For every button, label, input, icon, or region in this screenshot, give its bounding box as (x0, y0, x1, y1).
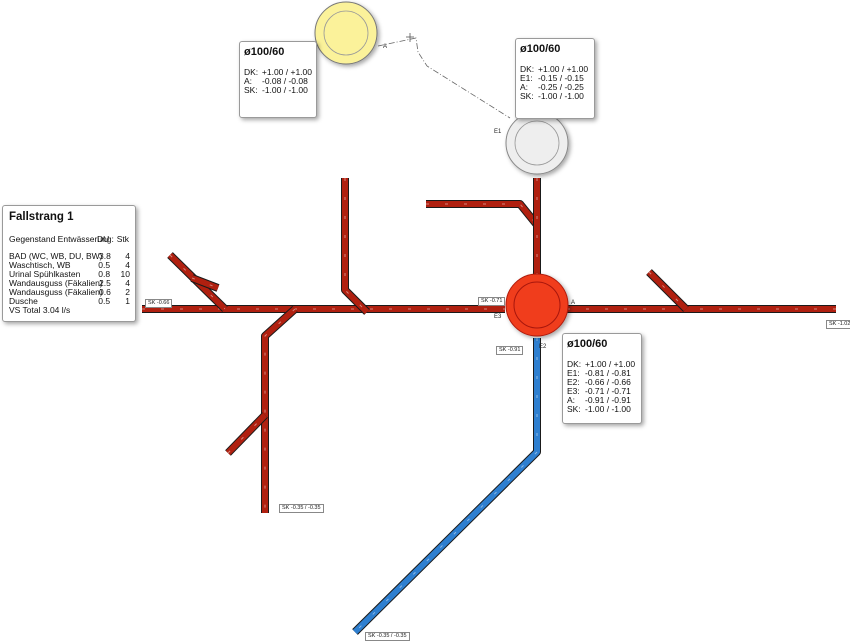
shaft-info-row: SK:-1.00 / -1.00 (567, 404, 631, 414)
shaft-info-title: ø100/60 (567, 338, 608, 350)
dashed-connection (377, 33, 511, 119)
yellow-shaft[interactable] (314, 1, 378, 65)
shaft-info-row: DK:+1.00 / +1.00 (520, 64, 589, 74)
pipe-branch-down[interactable] (261, 306, 298, 513)
shaft-info-row: E1:-0.81 / -0.81 (567, 368, 631, 378)
grey-shaft[interactable] (505, 111, 569, 175)
shaft-info-title: ø100/60 (520, 43, 561, 55)
pipe-branch-down-stub[interactable] (225, 412, 268, 456)
red-pipe-network (142, 178, 836, 513)
main-shaft[interactable] (505, 273, 569, 337)
fallstrang-legend: Fallstrang 1 Gegenstand Entwässerung: DU… (2, 205, 136, 322)
sk-label-right: SK -1.02 (826, 320, 850, 329)
node-label-e1: E1 (494, 129, 502, 135)
pipe-branch-top-right[interactable] (426, 200, 541, 228)
shaft-info-main: ø100/60 DK:+1.00 / +1.00 E1:-0.81 / -0.8… (562, 333, 642, 424)
legend-total: VS Total 3.04 l/s (9, 305, 71, 315)
node-label-a2: A (571, 300, 575, 306)
shaft-info-row: DK:+1.00 / +1.00 (567, 359, 636, 369)
legend-title: Fallstrang 1 (9, 211, 74, 223)
shaft-info-row: SK:-1.00 / -1.00 (244, 85, 308, 95)
node-label-a1: A (383, 44, 387, 50)
shaft-info-top-left: ø100/60 DK:+1.00 / +1.00 A:-0.08 / -0.08… (239, 41, 317, 118)
pipe-blue-outlet[interactable] (352, 338, 541, 635)
sk-label-bottom-left: SK -0.35 / -0.35 (279, 504, 324, 513)
legend-header: Gegenstand Entwässerung: DU Stk (9, 234, 129, 244)
sk-label-left: SK -0.66 (145, 299, 173, 308)
pipe-branch-upper[interactable] (341, 178, 370, 315)
node-label-e3: E3 (494, 314, 502, 320)
node-label-e2: E2 (539, 344, 547, 350)
sk-label-bottom-blue: SK -0.35 / -0.35 (365, 632, 410, 641)
shaft-info-row: A:-0.91 / -0.91 (567, 395, 631, 405)
shaft-info-row: A:-0.25 / -0.25 (520, 82, 584, 92)
shaft-info-row: A:-0.08 / -0.08 (244, 76, 308, 86)
pipe-branch-right-diagonal[interactable] (646, 269, 689, 312)
shaft-info-row: DK:+1.00 / +1.00 (244, 67, 312, 77)
blue-pipe (352, 338, 541, 635)
shaft-info-row: E2:-0.66 / -0.66 (567, 377, 631, 387)
shaft-info-row: SK:-1.00 / -1.00 (520, 91, 584, 101)
pipe-branch-left-stub[interactable] (190, 274, 220, 292)
shaft-info-row: E3:-0.71 / -0.71 (567, 386, 631, 396)
sk-label-mid: SK -0.71 (478, 297, 506, 306)
shaft-info-row: E1:-0.15 / -0.15 (520, 73, 584, 83)
shaft-info-title: ø100/60 (244, 46, 285, 58)
sk-label-below-node: SK -0.91 (496, 346, 524, 355)
shaft-info-top-right: ø100/60 DK:+1.00 / +1.00 E1:-0.15 / -0.1… (515, 38, 595, 119)
